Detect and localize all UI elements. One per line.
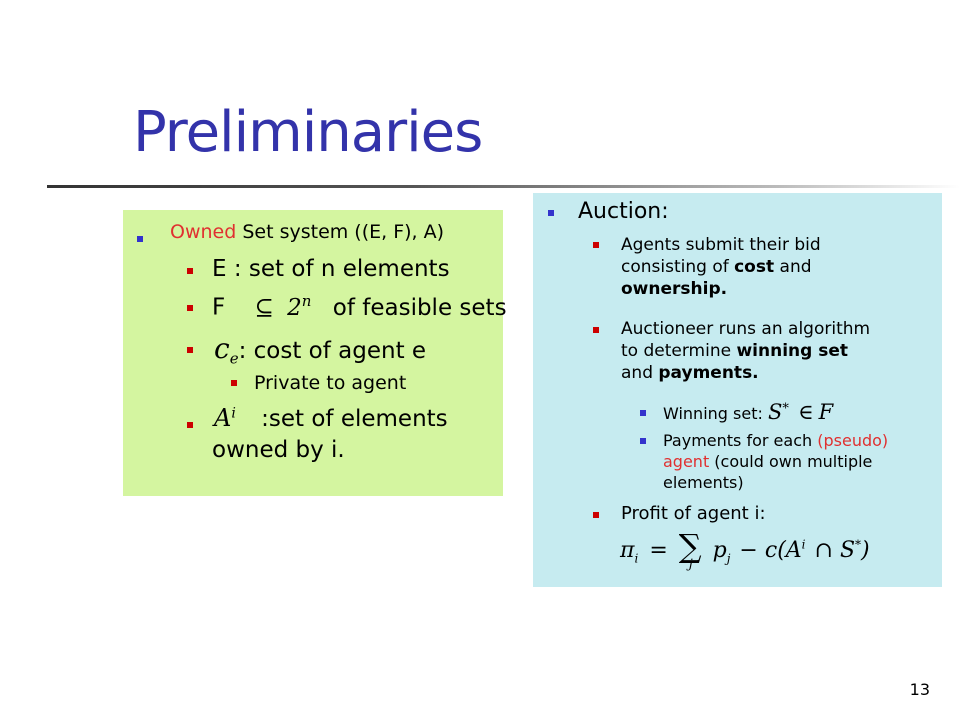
agent-term: agent — [663, 452, 710, 471]
bid-and: and — [774, 257, 812, 277]
sum-index: j — [688, 557, 693, 572]
owned-elements-continuation: owned by i. — [212, 437, 345, 463]
multiple-text: (could own multiple — [709, 452, 873, 471]
s-star: * — [855, 537, 862, 552]
minus-symbol: − — [739, 538, 758, 563]
cost-term: cost — [734, 257, 775, 277]
bullet-icon — [593, 512, 599, 518]
bullet-icon — [187, 305, 193, 311]
bullet-icon — [187, 347, 193, 353]
payments-line-3: elements) — [663, 473, 744, 492]
bullet-icon — [548, 210, 554, 216]
power-set-base: 2 — [287, 294, 302, 321]
title-divider — [47, 185, 960, 188]
winning-set-line: Winning set: S* ∈ F — [663, 400, 833, 424]
left-content-box — [123, 210, 503, 496]
bullet-icon — [593, 327, 599, 333]
auctioneer-line-3: and payments. — [621, 362, 870, 384]
bullet-icon — [187, 422, 193, 428]
bullet-icon — [640, 438, 646, 444]
elements-line: E : set of n elements — [212, 256, 450, 282]
auctioneer-line-1: Auctioneer runs an algorithm — [621, 319, 871, 339]
winning-set-symbol: S — [767, 400, 783, 424]
bid-item: Agents submit their bid consisting of co… — [621, 234, 821, 300]
f-symbol: F — [212, 294, 226, 321]
payments-term: payments. — [658, 363, 759, 383]
ownership-superscript: i — [231, 405, 236, 422]
pi-subscript: i — [634, 551, 639, 566]
cost-line: ce: cost of agent e — [214, 332, 426, 368]
cost-label: : cost of agent e — [238, 338, 427, 364]
a-superscript: i — [801, 537, 806, 552]
bullet-icon — [231, 380, 237, 386]
s-symbol: S — [839, 538, 856, 563]
right-content-box — [533, 193, 942, 587]
ownership-term: ownership. — [621, 279, 728, 299]
auction-heading: Auction: — [578, 199, 669, 224]
payments-item: Payments for each (pseudo) agent (could … — [663, 430, 888, 493]
bullet-icon — [187, 268, 193, 274]
winning-set-label: Winning set: — [663, 404, 763, 423]
owned-elements-line: Ai :set of elements — [214, 404, 448, 432]
price-symbol: p — [712, 538, 727, 563]
price-subscript: j — [726, 551, 731, 566]
summation: ∑ j — [678, 527, 702, 572]
bid-line-1: Agents submit their bid — [621, 235, 821, 255]
feasible-set-symbol: F — [818, 400, 834, 424]
private-line: Private to agent — [254, 372, 407, 394]
feasible-sets-line: F ⊆ 2n of feasible sets — [212, 292, 507, 321]
and-text: and — [621, 363, 659, 383]
power-set-exponent: n — [301, 292, 312, 310]
profit-formula: πi = ∑ j pj − c(Ai ∩ S*) — [620, 527, 870, 572]
set-system-line: Owned Set system ((E, F), A) — [170, 221, 444, 243]
auctioneer-line-2: to determine winning set — [621, 340, 870, 362]
bid-line-2: consisting of cost and — [621, 256, 821, 278]
equals-symbol: = — [649, 538, 668, 563]
payments-line-2: agent (could own multiple — [663, 451, 888, 472]
cost-symbol: c — [214, 332, 230, 365]
subset-symbol: ⊆ — [254, 294, 274, 321]
feasible-sets-label: of feasible sets — [332, 294, 507, 321]
winning-set-star: * — [782, 401, 789, 417]
pseudo-term: (pseudo) — [817, 431, 889, 450]
pi-symbol: π — [620, 538, 635, 563]
owned-elements-label: :set of elements — [261, 406, 448, 432]
determine-text: to determine — [621, 341, 737, 361]
owned-label: Owned — [170, 221, 237, 243]
slide-title: Preliminaries — [133, 100, 483, 165]
profit-label: Profit of agent i: — [621, 503, 766, 524]
bid-text: consisting of — [621, 257, 735, 277]
cost-subscript: e — [229, 349, 239, 368]
a-symbol: A — [785, 538, 802, 563]
payments-text: Payments for each — [663, 431, 818, 450]
intersection-symbol: ∩ — [814, 538, 833, 563]
bullet-icon — [137, 236, 143, 242]
winning-set-term: winning set — [736, 341, 848, 361]
payments-line-1: Payments for each (pseudo) — [663, 430, 888, 451]
sum-symbol: ∑ — [678, 527, 702, 565]
bullet-icon — [593, 242, 599, 248]
auctioneer-item: Auctioneer runs an algorithm to determin… — [621, 318, 870, 384]
close-paren: ) — [861, 538, 870, 563]
page-number: 13 — [909, 680, 930, 699]
ownership-symbol: A — [214, 404, 232, 432]
set-system-label: Set system ((E, F), A) — [236, 221, 445, 243]
cost-fn-symbol: c — [764, 538, 778, 563]
open-paren: ( — [777, 538, 786, 563]
bullet-icon — [640, 410, 646, 416]
element-of-symbol: ∈ — [797, 400, 814, 424]
